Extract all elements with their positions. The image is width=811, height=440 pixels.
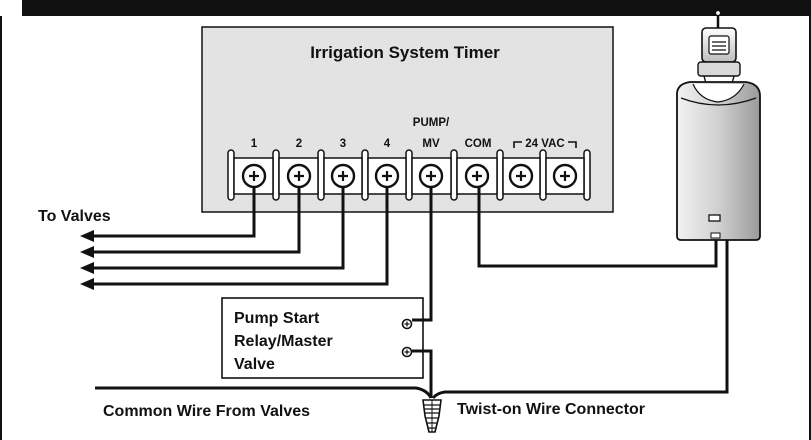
plug-in-transformer-icon [676, 9, 761, 241]
header-bar [0, 0, 811, 16]
pump-wires [412, 187, 433, 398]
timer-title: Irrigation System Timer [310, 43, 500, 62]
relay-terminal-icon [401, 318, 413, 330]
relay-terminal-icon [401, 346, 413, 358]
to-valves-label: To Valves [38, 208, 111, 225]
screw-terminal-icon [330, 163, 356, 189]
terminal-label-mv: MV [422, 138, 440, 150]
screw-terminal-icon [508, 163, 534, 189]
terminal-label-com: COM [465, 138, 492, 150]
common-wires [95, 237, 729, 399]
pump-relay-label-line3: Valve [234, 356, 275, 373]
pump-relay-label-line2: Relay/Master [234, 333, 333, 350]
screw-terminal-icon [418, 163, 444, 189]
common-wire-label: Common Wire From Valves [103, 403, 310, 420]
vac-bracket-right [568, 141, 577, 148]
wire-arrow-icon [80, 230, 94, 290]
screw-terminal-icon [286, 163, 312, 189]
screw-terminal-icon [552, 163, 578, 189]
connector-label: Twist-on Wire Connector [457, 401, 645, 418]
pump-relay-box [221, 297, 424, 379]
terminal-label-4: 4 [384, 138, 391, 150]
screw-terminal-icon [464, 163, 490, 189]
terminal-block-dividers [227, 149, 591, 201]
com-wire [477, 187, 718, 268]
twist-on-connector-icon [422, 399, 442, 433]
vac-bracket-left [513, 141, 522, 148]
terminal-label-3: 3 [340, 138, 346, 150]
terminal-label-24vac: 24 VAC [525, 138, 564, 150]
terminal-strip [227, 149, 591, 201]
terminal-label-pump: PUMP/ [413, 117, 450, 129]
terminal-label-1: 1 [251, 138, 258, 150]
pump-relay-label-line1: Pump Start [234, 310, 320, 327]
valve-wires [92, 187, 389, 286]
screw-terminal-icon [374, 163, 400, 189]
header-tab [0, 0, 22, 16]
screw-terminal-icon [241, 163, 267, 189]
terminal-label-2: 2 [296, 138, 302, 150]
